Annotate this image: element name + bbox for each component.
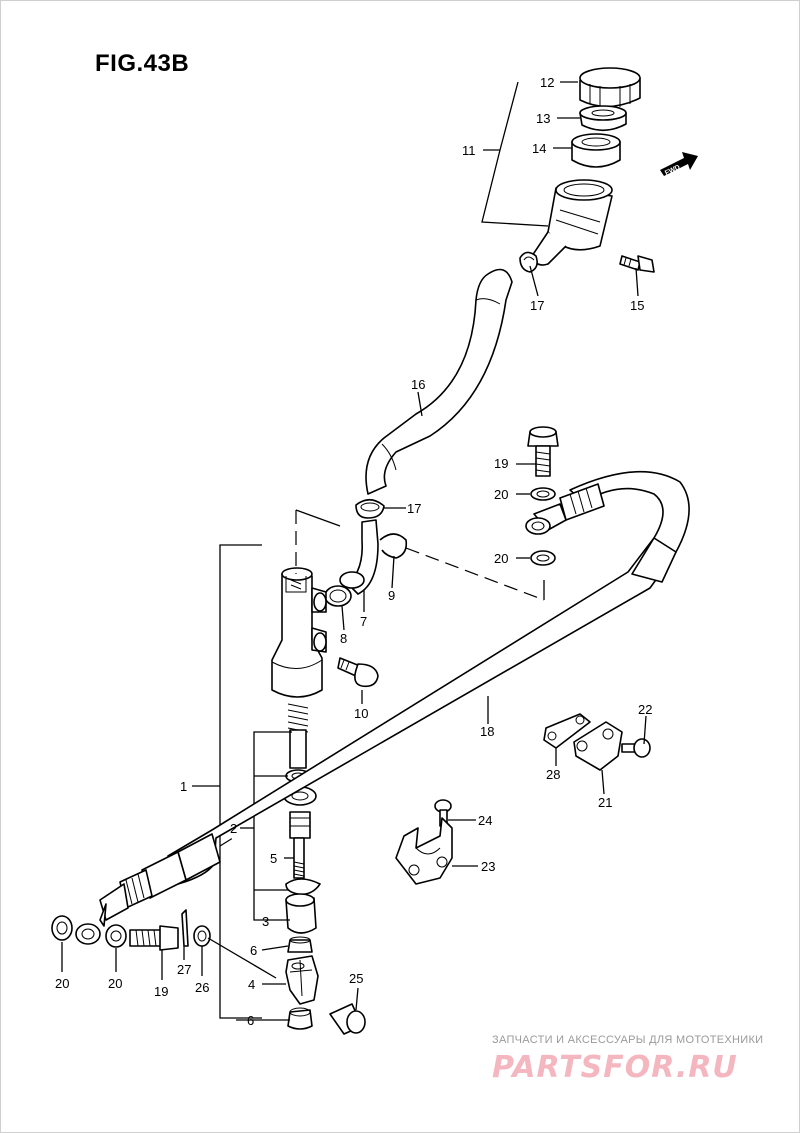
callout-20: 20 [55, 976, 69, 991]
leader [207, 937, 277, 979]
callout-6: 6 [250, 943, 257, 958]
plate-28 [543, 713, 591, 749]
callout-26: 26 [195, 980, 209, 995]
piston [289, 811, 311, 839]
mounting-bolt-10 [337, 657, 379, 688]
callout-11: 11 [462, 143, 476, 158]
reservoir-cap-12 [579, 67, 641, 108]
brake-hose-18 [99, 470, 690, 921]
spring [287, 703, 309, 769]
callout-2: 2 [230, 821, 237, 836]
screw-15 [619, 255, 655, 273]
washer-20-lower-a [51, 915, 73, 941]
callout-1: 1 [180, 779, 187, 794]
master-cylinder-body [271, 567, 327, 698]
fwd-label: FWD [664, 164, 681, 177]
callout-14: 14 [532, 141, 546, 156]
screw-24 [434, 799, 452, 827]
callout-22: 22 [638, 702, 652, 717]
diaphragm-14 [571, 133, 621, 168]
callout-21: 21 [598, 795, 612, 810]
hose-clamp-17-top [519, 251, 538, 273]
cotter-pin-27 [181, 909, 189, 947]
boot [285, 893, 317, 934]
o-ring-8 [324, 585, 352, 607]
callout-24: 24 [478, 813, 492, 828]
reservoir-tank-11 [531, 179, 613, 266]
clevis-pin-25 [329, 1003, 366, 1035]
callout-9: 9 [388, 588, 395, 603]
hose-clamp-17-lower [355, 498, 385, 519]
screw-22 [621, 738, 651, 758]
callout-labels: 12 13 14 11 17 15 16 19 20 17 20 9 7 8 1… [55, 75, 652, 1028]
watermark-caption: ЗАПЧАСТИ И АКСЕССУАРЫ ДЛЯ МОТОТЕХНИКИ [492, 1034, 764, 1046]
callout-28: 28 [546, 767, 560, 782]
callout-10: 10 [354, 706, 368, 721]
callout-6: 6 [247, 1013, 254, 1028]
union-bolt-19-lower [129, 925, 179, 951]
union-bolt-19-upper [527, 426, 559, 477]
callout-3: 3 [262, 914, 269, 929]
alignment-line [219, 835, 237, 847]
locknut-6-upper [287, 936, 313, 953]
callout-7: 7 [360, 614, 367, 629]
bracket-21 [573, 721, 623, 771]
hose-connector-7 [339, 519, 379, 595]
leader-lines [61, 81, 647, 1021]
callout-20: 20 [494, 487, 508, 502]
hose-clamp-23 [395, 817, 453, 885]
bracket-1 [219, 544, 262, 1019]
clip-9 [379, 533, 408, 559]
callout-20: 20 [494, 551, 508, 566]
callout-23: 23 [481, 859, 495, 874]
callout-5: 5 [270, 851, 277, 866]
callout-27: 27 [177, 962, 191, 977]
fwd-arrow-icon: FWD [660, 152, 698, 177]
callout-4: 4 [248, 977, 255, 992]
callout-15: 15 [630, 298, 644, 313]
callout-13: 13 [536, 111, 550, 126]
callout-19: 19 [154, 984, 168, 999]
callout-18: 18 [480, 724, 494, 739]
callout-8: 8 [340, 631, 347, 646]
locknut-6-lower [287, 1007, 313, 1030]
washer-26 [193, 925, 211, 947]
callout-19: 19 [494, 456, 508, 471]
banjo-fitting-lower [75, 903, 107, 945]
banjo-fitting-upper [525, 503, 567, 535]
washer-20-upper-b [530, 550, 556, 566]
callout-17: 17 [530, 298, 544, 313]
watermark-logo: PARTSFOR.RU [492, 1050, 738, 1085]
push-rod-5 [293, 837, 305, 879]
callout-16: 16 [411, 377, 425, 392]
callout-17: 17 [407, 501, 421, 516]
washer-20-lower-b [105, 924, 127, 948]
alignment-line [405, 547, 545, 601]
leader-11-bracket [481, 81, 549, 227]
bracket-2-3 [253, 731, 292, 921]
callout-20: 20 [108, 976, 122, 991]
callout-25: 25 [349, 971, 363, 986]
figure-title: FIG.43B [95, 50, 190, 77]
circlip [285, 878, 321, 896]
callout-12: 12 [540, 75, 554, 90]
diaphragm-plate-13 [579, 105, 627, 132]
clevis-4 [285, 955, 319, 1005]
alignment-line [295, 509, 341, 527]
washer-20-upper-a [530, 487, 556, 501]
reservoir-hose-16 [365, 268, 513, 495]
